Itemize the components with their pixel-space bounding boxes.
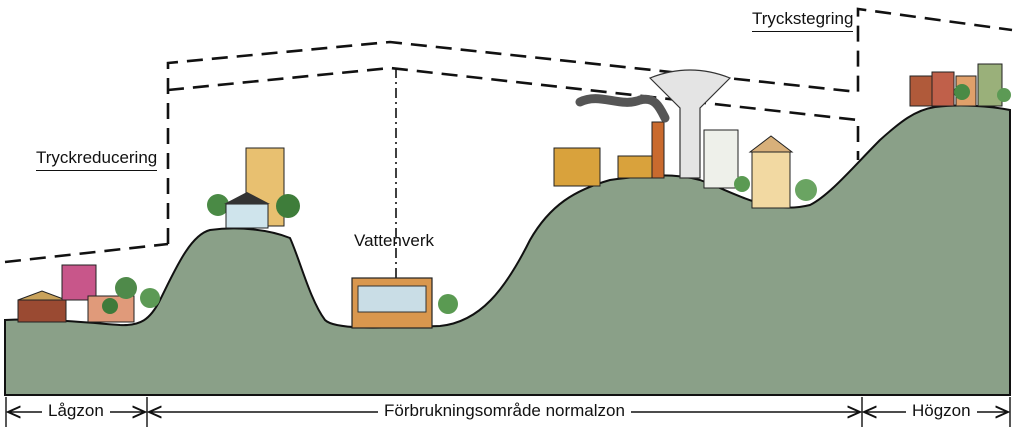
water-tower bbox=[648, 69, 732, 179]
residential-buildings bbox=[703, 129, 817, 209]
pressure-line-lower bbox=[4, 66, 860, 264]
waterworks-building bbox=[351, 277, 458, 329]
zone-normal-label: Förbrukningsområde normalzon bbox=[378, 401, 631, 421]
left-hill-buildings bbox=[207, 147, 300, 229]
high-zone-buildings bbox=[909, 63, 1011, 107]
low-zone-buildings bbox=[17, 264, 160, 323]
pressure-line-upper bbox=[166, 7, 1013, 244]
pressure-boosting-label: Tryckstegring bbox=[752, 9, 854, 32]
zone-high-label: Högzon bbox=[906, 401, 977, 421]
pressure-reducing-label: Tryckreducering bbox=[36, 148, 158, 171]
zone-low-label: Lågzon bbox=[42, 401, 110, 421]
industry-buildings bbox=[553, 94, 670, 187]
waterworks-label: Vattenverk bbox=[354, 231, 435, 250]
terrain-ground bbox=[4, 104, 1011, 396]
